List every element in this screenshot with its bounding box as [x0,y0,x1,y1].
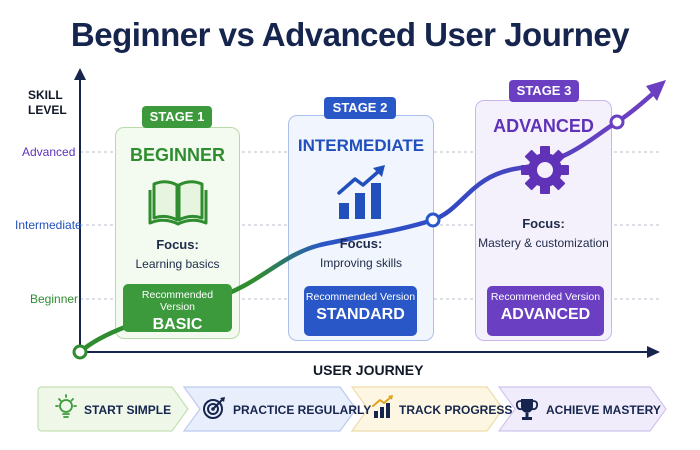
milestone-start [72,344,88,360]
x-axis-label: USER JOURNEY [313,362,424,378]
step-label-track-progress: TRACK PROGRESS [399,403,513,417]
stage-title-intermediate: INTERMEDIATE [297,136,425,155]
step-label-practice-regularly: PRACTICE REGULARLY [233,403,372,417]
step-chevron-practice-regularly [182,386,357,432]
stage-badge-2: STAGE 2 [324,97,396,119]
milestone-advanced [609,114,625,130]
step-label-start-simple: START SIMPLE [84,403,172,417]
stage-badge-3: STAGE 3 [509,80,579,102]
stage-badge-1: STAGE 1 [142,106,212,128]
recommended-version-advanced: Recommended Version ADVANCED [487,286,604,336]
level-label-beginner: Beginner [30,292,79,306]
focus-label-beginner: Focus: [156,237,199,252]
focus-label-advanced: Focus: [522,216,565,231]
focus-label-intermediate: Focus: [339,236,383,251]
gear-icon [521,146,569,194]
recommended-version-label: Recommended Version [141,289,214,313]
growth-chart-icon [372,395,393,418]
stage-title-advanced: ADVANCED [493,116,594,136]
x-axis-arrow [647,346,660,358]
step-chevron-start-simple [37,386,189,432]
step-label-achieve-mastery: ACHIEVE MASTERY [546,403,661,417]
focus-text-intermediate: Improving skills [319,256,403,270]
milestone-intermediate [425,212,441,228]
y-axis-label: SKILL LEVEL [28,88,67,117]
recommended-version-label: Recommended Version [490,291,601,303]
recommended-version-basic: Recommended Version BASIC [123,284,232,333]
recommended-version-value: ADVANCED [500,306,591,323]
level-label-advanced: Advanced [22,145,76,159]
target-icon [203,397,225,419]
stage-title-beginner: BEGINNER [129,145,225,165]
page-title: Beginner vs Advanced User Journey [70,16,630,53]
focus-text-advanced: Mastery & customization [478,236,609,250]
recommended-version-standard: Recommended Version STANDARD [304,286,417,336]
step-chevron-achieve-mastery [497,386,667,432]
recommended-version-value: STANDARD [316,306,405,323]
bar-chart-icon [337,165,385,219]
focus-text-beginner: Learning basics [135,257,220,271]
book-icon [148,180,208,226]
trophy-icon [515,399,539,420]
lightbulb-icon [55,394,77,418]
journey-arrowhead [646,80,666,101]
level-label-intermediate: Intermediate [15,218,82,232]
recommended-version-label: Recommended Version [305,291,416,303]
recommended-version-value: BASIC [152,316,203,333]
y-axis-arrow [74,68,86,80]
